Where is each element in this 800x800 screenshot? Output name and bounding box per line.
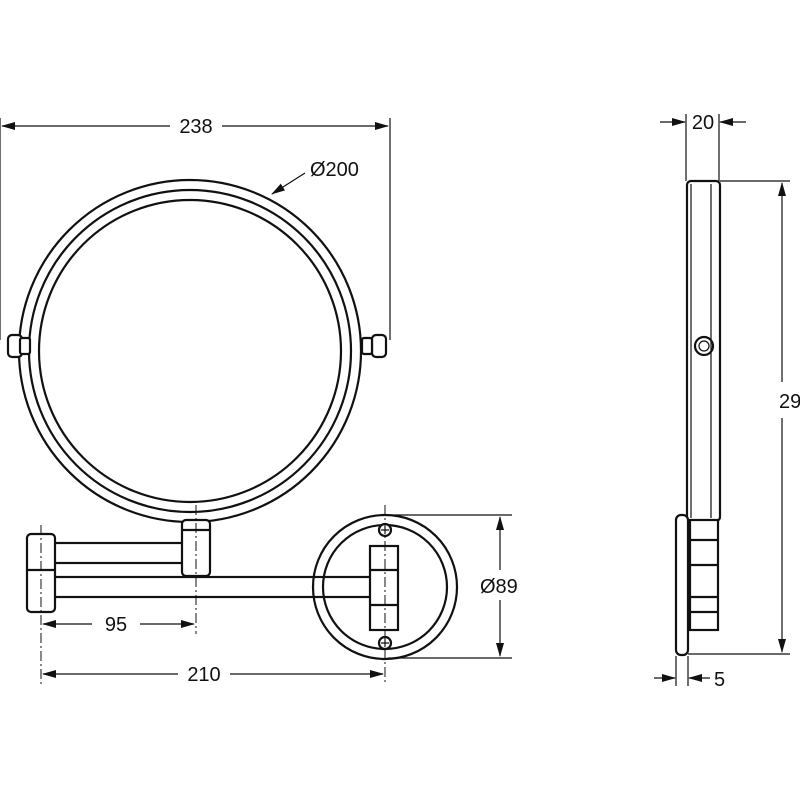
dimension-210: 210 bbox=[42, 664, 384, 686]
pivot-knob-right bbox=[360, 333, 388, 359]
dimension-label: Ø200 bbox=[310, 159, 359, 181]
dimension-label: 20 bbox=[692, 112, 714, 134]
dimension-95: 95 bbox=[42, 614, 195, 636]
dimension-label: 210 bbox=[187, 664, 220, 686]
dimension-293: 293 bbox=[688, 180, 800, 655]
front-view bbox=[6, 178, 459, 684]
pivot-knob bbox=[693, 335, 715, 357]
swing-arm bbox=[25, 518, 376, 614]
dimension-label: 95 bbox=[105, 614, 127, 636]
dimension-238: 238 bbox=[0, 116, 391, 340]
dimension-20: 20 bbox=[660, 112, 746, 181]
bracket-side bbox=[688, 518, 720, 632]
mirror-glass bbox=[37, 198, 343, 504]
dimension-label: Ø89 bbox=[480, 576, 518, 598]
dimension-diameter-200: Ø200 bbox=[271, 159, 359, 195]
side-view bbox=[674, 179, 722, 657]
wall-plate-side bbox=[674, 513, 690, 657]
dimension-label: 5 bbox=[714, 669, 725, 691]
mirror-outer-ring bbox=[17, 178, 363, 524]
pivot-knob-left bbox=[6, 333, 32, 359]
dimension-5: 5 bbox=[654, 656, 725, 691]
dimension-label: 238 bbox=[179, 116, 212, 138]
mirror-inner-ring bbox=[27, 188, 353, 514]
dimension-label: 293 bbox=[779, 391, 800, 413]
dimension-diameter-89: Ø89 bbox=[388, 514, 518, 659]
